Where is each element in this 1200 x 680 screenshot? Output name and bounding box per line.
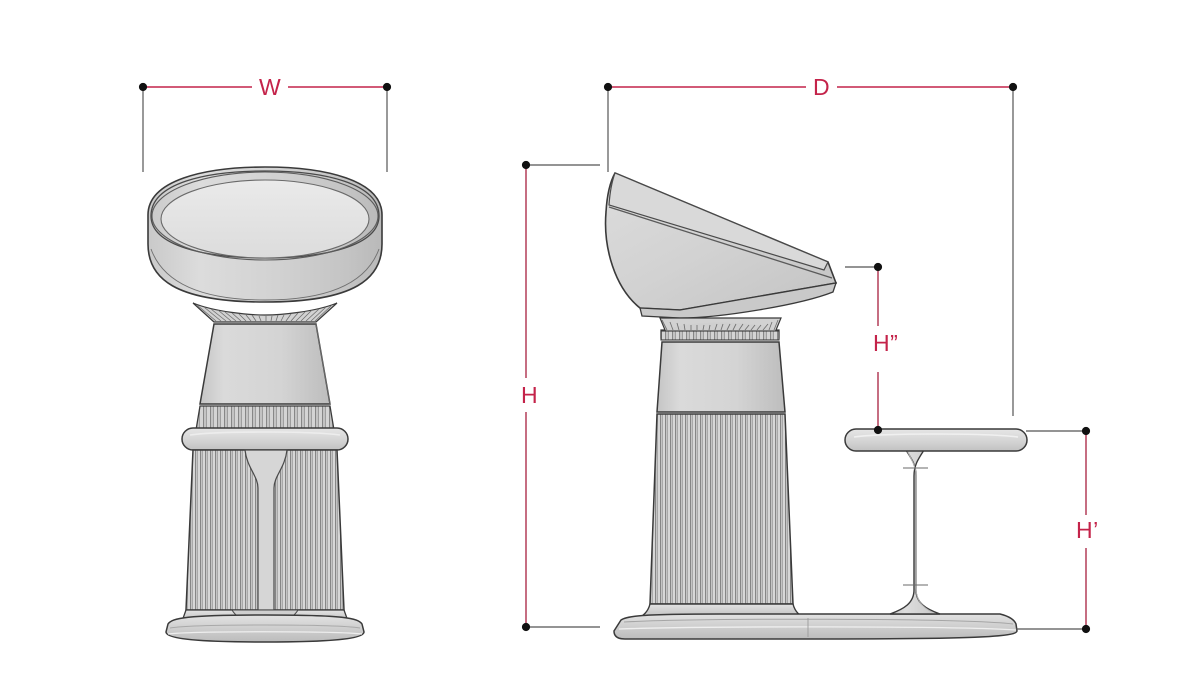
dimension-d-endpoint-right xyxy=(1008,82,1018,92)
seat-rim-outer xyxy=(150,170,380,259)
upper-taper-band xyxy=(199,323,331,405)
dimension-h xyxy=(521,160,600,632)
footrest-top xyxy=(844,428,1028,452)
upper-flute-collar xyxy=(192,302,338,323)
lower-fluted-column-side xyxy=(649,413,794,605)
seat-face-fold xyxy=(608,206,833,279)
seat-rim-mid xyxy=(151,171,379,261)
front-view xyxy=(147,166,383,643)
dimension-w-endpoint-left xyxy=(138,82,148,92)
dimension-label-h-prime: H’ xyxy=(1069,519,1106,542)
dimension-label-w: W xyxy=(252,76,289,99)
dimension-h2-endpoint-top xyxy=(873,262,883,272)
footrest-top-highlight xyxy=(853,433,1019,438)
dimension-label-h-double-prime: H” xyxy=(866,332,906,355)
upper-taper-band-side xyxy=(656,341,786,413)
dimension-h-prime xyxy=(1016,426,1091,634)
dimension-d-endpoint-left xyxy=(603,82,613,92)
lower-fluted-column xyxy=(180,449,350,625)
seat-bowl-shadow xyxy=(150,248,380,301)
dimension-h1-endpoint-top xyxy=(1081,426,1091,436)
seat-shell-edge xyxy=(608,172,829,271)
footrest-stem-highlight xyxy=(903,443,933,613)
foot-base xyxy=(165,614,365,643)
dimension-h1-endpoint-bottom xyxy=(1081,624,1091,634)
dimension-label-h: H xyxy=(514,384,546,407)
dimension-h-double-prime xyxy=(845,262,883,435)
dimension-h2-endpoint-bottom xyxy=(873,425,883,435)
dimension-w-endpoint-right xyxy=(382,82,392,92)
footrest xyxy=(844,428,1028,615)
base-plate xyxy=(613,613,1018,640)
seat-face xyxy=(160,179,370,259)
upper-taper-edge xyxy=(315,323,331,405)
footrest-stem xyxy=(889,439,941,615)
dimension-label-d: D xyxy=(806,76,838,99)
dimension-h-endpoint-top xyxy=(521,160,531,170)
ring-collar xyxy=(181,427,349,451)
upper-flute-collar-side xyxy=(659,317,782,341)
side-view xyxy=(604,171,1028,640)
dimension-h-endpoint-bottom xyxy=(521,622,531,632)
